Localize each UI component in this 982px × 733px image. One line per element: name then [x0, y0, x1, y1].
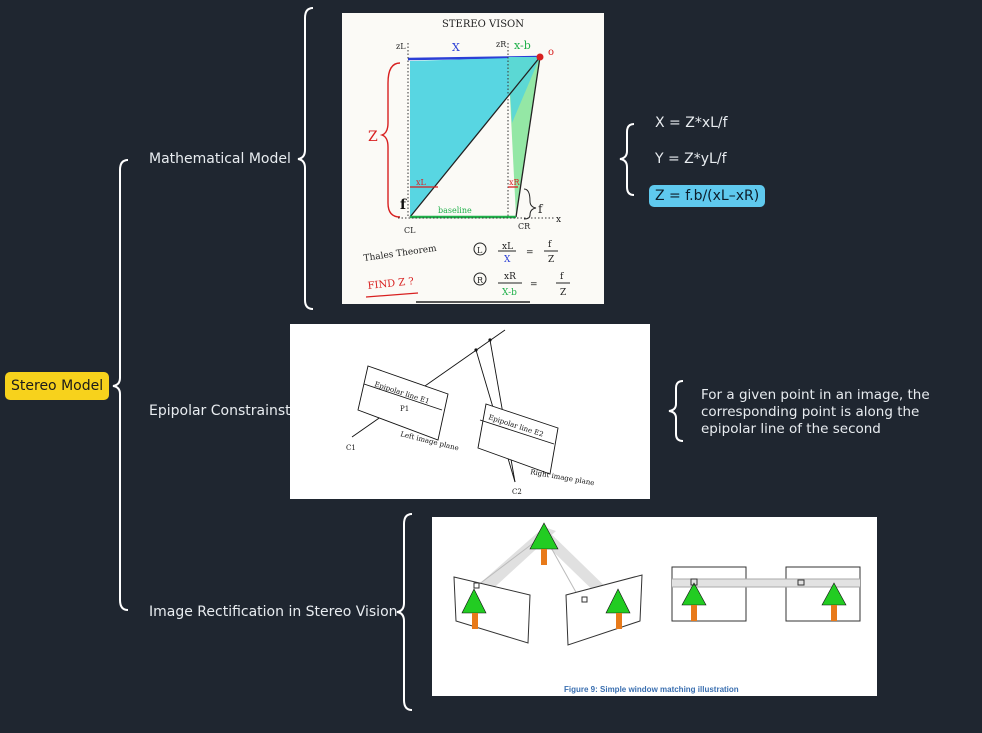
sketch-cl-label: CL — [404, 226, 416, 235]
sketch-eq-l-circle — [473, 242, 487, 256]
rectification-figure-svg: Figure 9: Simple window matching illustr… — [453, 522, 861, 694]
epipolar-point-a — [474, 348, 478, 352]
epipolar-text-brace — [668, 380, 684, 442]
sketch-eq-r-rden: Z — [560, 288, 566, 298]
formula-z-highlighted[interactable]: Z = f.b/(xL–xR) — [649, 185, 766, 207]
sketch-right-triangle-top — [508, 57, 540, 123]
sketch-xl-label: xL — [416, 178, 427, 187]
rect-rectified-left-trunk — [691, 605, 697, 621]
rect-top-trunk — [541, 549, 547, 565]
epipolar-c2-label: C2 — [512, 488, 522, 496]
sketch-ray-right — [515, 56, 541, 218]
formula-x[interactable]: X = Z*xL/f — [655, 115, 728, 131]
sketch-f-right: f — [538, 202, 544, 216]
sketch-eq-l-circle-label: L — [477, 246, 483, 255]
formula-brace — [619, 123, 635, 196]
sketch-x-label: X — [452, 41, 460, 54]
epipolar-line-e1 — [363, 383, 443, 411]
rect-right-plane — [565, 574, 643, 646]
rect-rectified-right-trunk — [831, 605, 837, 621]
sketch-baseline-label: baseline — [438, 206, 472, 215]
stereo-sketch-svg: STEREO VISON zL X zR x-b o Z xL xR f f — [363, 19, 570, 303]
sketch-ray-left — [409, 56, 541, 218]
formula-y[interactable]: Y = Z*yL/f — [655, 151, 727, 167]
math-brace — [297, 7, 314, 310]
branch-mathematical-model[interactable]: Mathematical Model — [149, 151, 291, 167]
rect-caption: Figure 9: Simple window matching illustr… — [564, 685, 739, 694]
right-image-plane — [477, 403, 559, 475]
sketch-thales-label: Thales Theorem — [363, 244, 438, 264]
epipolar-point-b — [488, 338, 492, 342]
sketch-xb-label: x-b — [514, 39, 531, 52]
sketch-title: STEREO VISON — [442, 19, 524, 30]
sketch-f-brace — [523, 188, 537, 220]
sketch-point-o — [536, 53, 544, 61]
epipolar-description[interactable]: For a given point in an image, the corre… — [701, 387, 930, 437]
sketch-eq-r-num: xR — [504, 272, 516, 282]
epipolar-figure-svg: Epipolar line E1 P1 Left image plane C1 … — [346, 329, 595, 496]
sketch-eq-r-rnum: f — [560, 272, 564, 282]
sketch-zr-label: zR — [496, 40, 507, 49]
epipolar-figure-image[interactable]: Epipolar line E1 P1 Left image plane C1 … — [290, 324, 650, 499]
rect-right-window — [581, 596, 588, 603]
sketch-find-underline — [365, 292, 419, 298]
sketch-eq-r-circle-label: R — [477, 276, 484, 285]
epipolar-line-e2 — [479, 419, 555, 445]
sketch-xr-label: xR — [509, 178, 521, 187]
rect-scanline-band — [672, 579, 860, 587]
sketch-find-label: FIND Z ? — [367, 276, 414, 292]
sketch-cr-label: CR — [518, 222, 531, 231]
root-brace — [112, 159, 129, 611]
rect-rectified-right-plane — [785, 566, 861, 622]
sketch-eq-l-num: xL — [502, 242, 513, 252]
epipolar-p1-label: P1 — [400, 405, 409, 413]
sketch-zl-label: zL — [396, 42, 406, 51]
branch-epipolar-constraint[interactable]: Epipolar Constrainst — [149, 403, 291, 419]
root-node[interactable]: Stereo Model — [5, 372, 110, 400]
stereo-sketch-image[interactable]: STEREO VISON zL X zR x-b o Z xL xR f f — [342, 13, 604, 304]
epipolar-c1-label: C1 — [346, 444, 356, 452]
epipolar-right-plane-label: Right image plane — [530, 468, 595, 487]
rect-left-window — [473, 582, 480, 589]
sketch-z-label: Z — [368, 129, 378, 145]
sketch-eq-l-equals: = — [526, 248, 534, 258]
sketch-eq-r-den: X-b — [502, 288, 517, 298]
sketch-f-left: f — [400, 197, 407, 213]
sketch-eq-l-rnum: f — [548, 240, 552, 250]
sketch-z-brace — [379, 62, 401, 218]
rect-rectified-right-window — [797, 579, 805, 586]
rect-rectified-left-window — [690, 578, 698, 586]
rect-left-trunk — [472, 613, 478, 629]
rect-right-trunk — [616, 613, 622, 629]
sketch-eq-l-den: X — [504, 255, 511, 265]
rectification-brace — [396, 513, 413, 711]
rect-rectified-left-plane — [671, 566, 747, 622]
rectification-figure-image[interactable]: Figure 9: Simple window matching illustr… — [432, 517, 877, 696]
sketch-axis-x-label: x — [556, 215, 561, 225]
sketch-o-label: o — [548, 47, 554, 58]
left-image-plane — [357, 365, 449, 441]
sketch-eq-l-rden: Z — [548, 255, 554, 265]
branch-image-rectification[interactable]: Image Rectification in Stereo Vision — [149, 604, 398, 620]
sketch-eq-r-equals: = — [530, 280, 538, 290]
epipolar-ray-c1 — [351, 329, 506, 438]
sketch-eq-r-circle — [473, 272, 487, 286]
